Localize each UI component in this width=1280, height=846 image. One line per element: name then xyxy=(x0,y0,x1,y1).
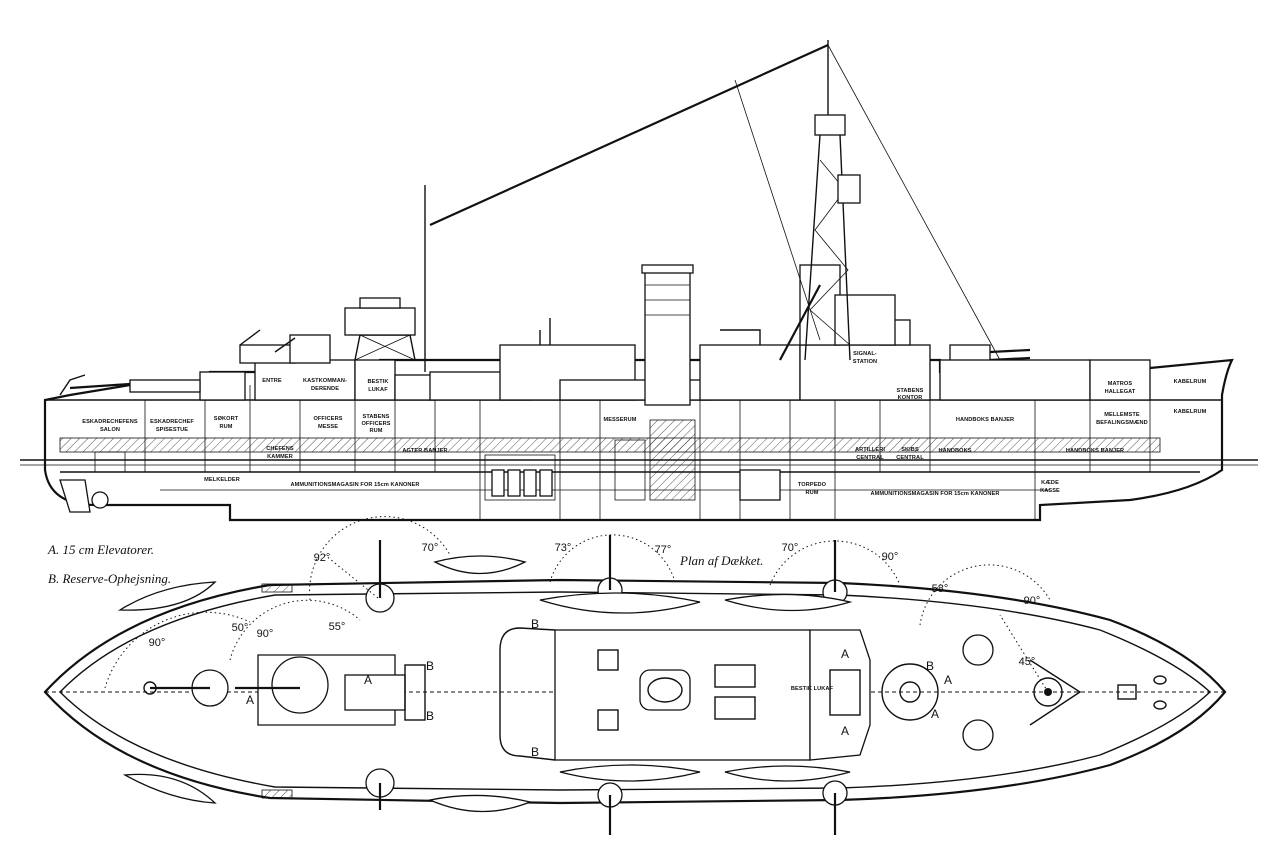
svg-text:70°: 70° xyxy=(782,542,799,554)
svg-text:90°: 90° xyxy=(257,628,274,640)
svg-text:B: B xyxy=(926,659,934,673)
svg-text:B: B xyxy=(426,709,434,723)
angle-label: 92° xyxy=(314,552,331,564)
svg-text:AMMUNITIONSMAGASIN FOR 15cm KA: AMMUNITIONSMAGASIN FOR 15cm KANONER xyxy=(870,491,999,497)
svg-text:B: B xyxy=(531,617,539,631)
svg-text:A: A xyxy=(364,673,372,687)
svg-text:70°: 70° xyxy=(422,542,439,554)
svg-text:90°: 90° xyxy=(149,637,166,649)
svg-text:HANDBOKS: HANDBOKS xyxy=(938,448,971,454)
svg-text:73°: 73° xyxy=(555,542,572,554)
svg-text:A: A xyxy=(841,647,849,661)
svg-text:MELKELDER: MELKELDER xyxy=(204,477,240,483)
svg-text:A: A xyxy=(841,724,849,738)
plan-title: Plan af Dækket. xyxy=(679,553,763,568)
plan-markers: A A B B B B A A B A A xyxy=(246,617,952,759)
arc-angle-labels: 92° 70° 73° 77° 70° 90° 58° 90° 90° 50° … xyxy=(149,542,1041,668)
svg-text:KABELRUM: KABELRUM xyxy=(1174,409,1207,415)
legend: A. 15 cm Elevatorer. B. Reserve-Ophejsni… xyxy=(47,542,171,586)
svg-text:AMMUNITIONSMAGASIN FOR 15cm KA: AMMUNITIONSMAGASIN FOR 15cm KANONER xyxy=(290,482,419,488)
svg-text:45°: 45° xyxy=(1019,656,1036,668)
legend-b: B. Reserve-Ophejsning. xyxy=(48,571,171,586)
svg-text:KASTKOMMAN-DERENDE: KASTKOMMAN-DERENDE xyxy=(303,378,347,392)
svg-text:HANDBOKS BANJER: HANDBOKS BANJER xyxy=(956,417,1014,423)
svg-text:90°: 90° xyxy=(1024,595,1041,607)
svg-text:ENTRE: ENTRE xyxy=(262,378,282,384)
svg-text:A: A xyxy=(944,673,952,687)
svg-text:50°: 50° xyxy=(232,622,249,634)
svg-text:90°: 90° xyxy=(882,551,899,563)
svg-text:SIGNAL-STATION: SIGNAL-STATION xyxy=(853,351,877,365)
svg-text:B: B xyxy=(531,745,539,759)
svg-text:AGTER BANJER: AGTER BANJER xyxy=(402,448,447,454)
svg-text:A: A xyxy=(246,693,254,707)
svg-text:55°: 55° xyxy=(329,621,346,633)
legend-a: A. 15 cm Elevatorer. xyxy=(47,542,154,557)
svg-text:B: B xyxy=(426,659,434,673)
plan-room-label: BESTIK LUKAF xyxy=(791,686,834,692)
svg-text:77°: 77° xyxy=(655,544,672,556)
svg-text:MESSERUM: MESSERUM xyxy=(603,417,636,423)
svg-text:HANDBOKS BANJER: HANDBOKS BANJER xyxy=(1066,448,1124,454)
plan-view: 92° 70° 73° 77° 70° 90° 58° 90° 90° 50° … xyxy=(43,516,1227,835)
funnel xyxy=(644,269,691,406)
svg-text:A: A xyxy=(931,707,939,721)
svg-text:KABELRUM: KABELRUM xyxy=(1174,379,1207,385)
svg-text:58°: 58° xyxy=(932,583,949,595)
room-label: ESKADRECHEFENS xyxy=(82,419,138,425)
